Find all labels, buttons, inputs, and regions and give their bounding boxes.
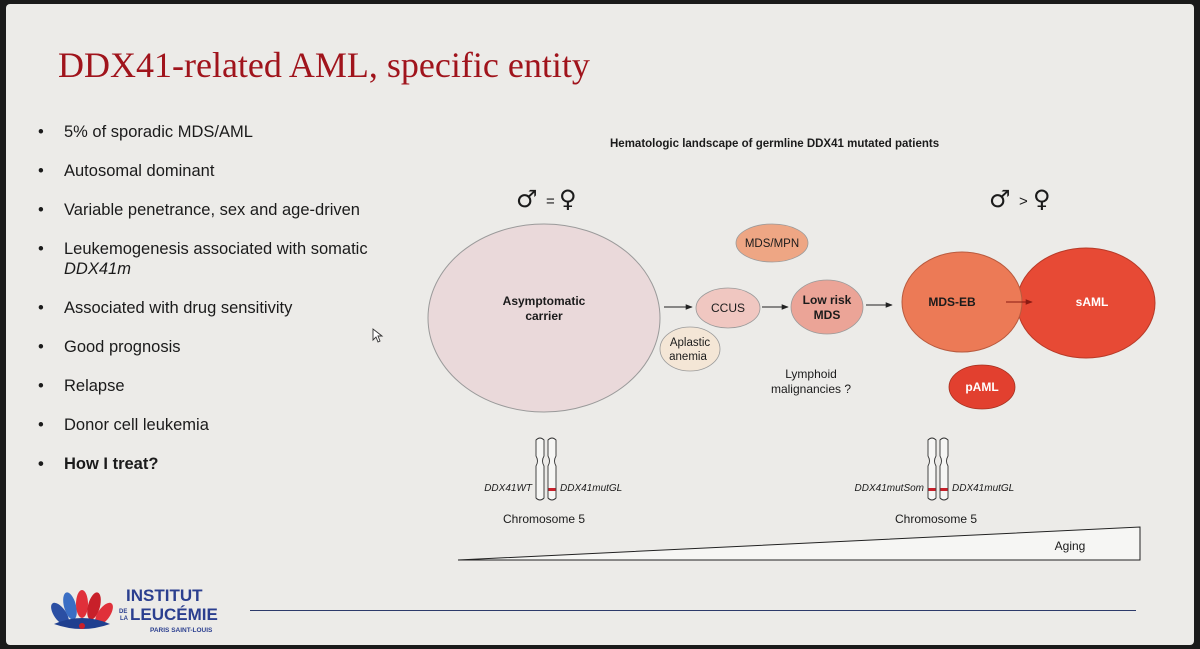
bullet-text-italic: DDX41m [64,260,131,278]
bullet-item: • How I treat? [34,454,404,474]
bullet-dot: • [38,123,44,141]
node-low-risk-mds [790,279,864,335]
bullet-text: How I treat? [64,455,159,473]
bullet-dot: • [38,201,44,219]
mutation-band [940,488,948,491]
chromosome-right: DDX41mutSom DDX41mutGL Chromosome 5 [855,437,1014,526]
logo-line2: LEUCÉMIE [130,605,218,624]
sex-relation-equal: = [546,193,555,210]
mutation-band [928,488,936,491]
node-saml-label: sAML [1076,295,1109,309]
chromosome-caption: Chromosome 5 [895,512,977,526]
institut-leucemie-logo: INSTITUT DE LA LEUCÉMIE PARIS SAINT-LOUI… [51,586,218,634]
sex-ratio-right: ♂ > ♀ [989,185,1051,213]
bullet-item: • Donor cell leukemia [34,415,404,435]
logo-la: LA [120,616,129,622]
female-symbol-icon: ♀ [559,185,577,213]
chromosome-label-right: DDX41mutGL [560,483,622,494]
bullet-dot: • [38,416,44,434]
logo-emblem-icon [51,590,113,629]
bullet-item: • Associated with drug sensitivity [34,298,404,318]
lymphoid-label-1: Lymphoid [785,367,837,381]
bullet-list: • 5% of sporadic MDS/AML • Autosomal dom… [34,122,404,474]
bullet-item: • Leukemogenesis associated with somatic… [34,239,404,279]
bullet-text: Good prognosis [64,338,181,356]
bullet-text: Associated with drug sensitivity [64,299,293,317]
logo-line1: INSTITUT [126,586,203,605]
bullet-text: Leukemogenesis associated with somatic [64,240,368,258]
bullet-text: 5% of sporadic MDS/AML [64,123,253,141]
node-aplastic-anemia [659,326,721,372]
mouse-cursor-icon [372,328,384,343]
bullet-dot: • [38,240,44,258]
slide: DDX41-related AML, specific entity • 5% … [6,4,1194,645]
bullet-item: • Relapse [34,376,404,396]
footer-divider [250,610,1136,611]
node-ccus-label: CCUS [711,301,745,315]
bullet-text: Relapse [64,377,125,395]
node-mds-mpn-label: MDS/MPN [745,238,799,250]
node-low-risk-label-1: Low risk [803,293,852,307]
node-ccus [695,287,761,329]
logo-line3: PARIS SAINT-LOUIS [150,627,213,634]
bullet-text: Autosomal dominant [64,162,215,180]
chromosome-left: DDX41WT DDX41mutGL Chromosome 5 [484,437,622,526]
bullet-item: • Good prognosis [34,337,404,357]
node-low-risk-label-2: MDS [814,308,841,322]
chromosome-icon [547,437,557,501]
chromosome-label-left: DDX41WT [484,483,533,494]
chromosome-label-right: DDX41mutGL [952,483,1014,494]
sex-ratio-left: ♂ = ♀ [516,185,577,213]
aging-wedge [457,526,1141,561]
slide-title: DDX41-related AML, specific entity [58,45,590,85]
male-symbol-icon: ♂ [516,185,538,213]
male-symbol-icon: ♂ [989,185,1011,213]
bullet-dot: • [38,299,44,317]
bullet-dot: • [38,338,44,356]
node-paml-label: pAML [965,380,998,394]
logo-de: DE [119,609,127,615]
sex-relation-greater: > [1019,193,1028,210]
node-aplastic-label-1: Aplastic [670,337,711,349]
node-mds-eb-label: MDS-EB [928,295,976,309]
node-paml [948,364,1016,410]
chromosome-icon [535,437,545,501]
mutation-band [548,488,556,491]
aging-label: Aging [1055,539,1086,553]
node-mds-mpn [735,223,809,263]
bullet-dot: • [38,377,44,395]
bullet-item: • Autosomal dominant [34,161,404,181]
bullet-text: Variable penetrance, sex and age-driven [64,201,360,219]
bullet-text: Donor cell leukemia [64,416,209,434]
bullet-item: • Variable penetrance, sex and age-drive… [34,200,404,220]
node-carrier-label-1: Asymptomatic [503,294,586,308]
diagram-heading: Hematologic landscape of germline DDX41 … [610,138,939,150]
chromosome-icon [939,437,949,501]
bullet-dot: • [38,162,44,180]
node-aplastic-label-2: anemia [669,351,707,363]
female-symbol-icon: ♀ [1033,185,1051,213]
bullet-item: • 5% of sporadic MDS/AML [34,122,404,142]
lymphoid-label-2: malignancies ? [771,382,851,396]
node-carrier-label-2: carrier [525,309,563,323]
chromosome-label-left: DDX41mutSom [855,483,924,494]
chromosome-icon [927,437,937,501]
chromosome-caption: Chromosome 5 [503,512,585,526]
hematologic-landscape-diagram: Hematologic landscape of germline DDX41 … [427,138,1156,561]
bullet-dot: • [38,455,44,473]
node-asymptomatic-carrier [427,223,661,413]
